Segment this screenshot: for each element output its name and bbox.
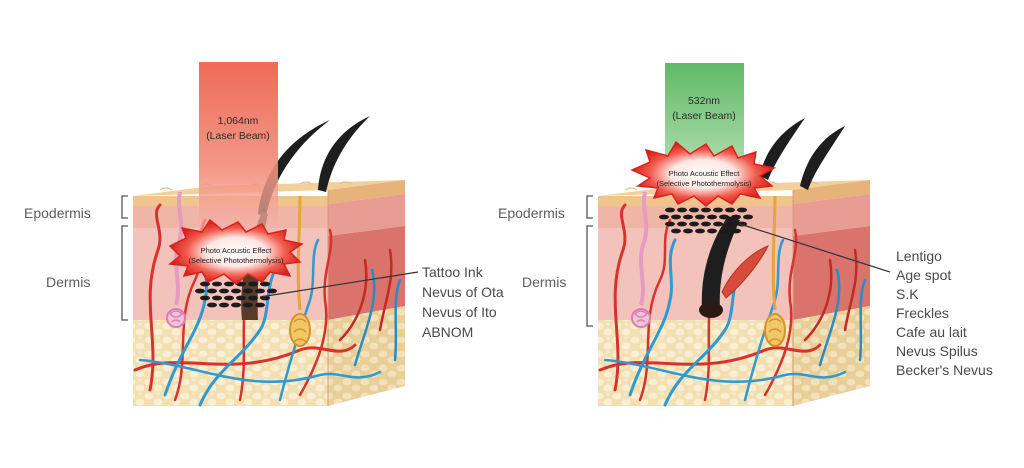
left-pointer-line: [259, 271, 419, 298]
right-condition-item: S.K: [896, 286, 919, 302]
right-dermis-label: Dermis: [522, 274, 566, 290]
left-dermis-bracket: [121, 225, 128, 321]
right-photo-acoustic-burst: Photo Acoustic Effect (Selective Phototh…: [630, 140, 777, 207]
right-skin-block: [598, 118, 870, 407]
right-condition-item: Lentigo: [896, 248, 942, 264]
left-effect-subtitle: (Selective Photothermolysis): [188, 256, 284, 265]
right-condition-item: Cafe au lait: [896, 324, 967, 340]
left-epidermis-bracket: [121, 195, 128, 219]
left-effect-title: Photo Acoustic Effect: [201, 246, 273, 255]
right-effect-title: Photo Acoustic Effect: [669, 169, 741, 178]
right-condition-item: Nevus Spilus: [896, 343, 978, 359]
right-dermis-bracket: [586, 225, 593, 327]
left-condition-item: ABNOM: [422, 324, 473, 340]
right-condition-item: Freckles: [896, 305, 949, 321]
right-hair: [699, 118, 845, 318]
left-condition-list: Tattoo Ink Nevus of Ota Nevus of Ito ABN…: [422, 264, 504, 340]
right-condition-item: Becker's Nevus: [896, 362, 993, 378]
left-epidermis-label: Epodermis: [24, 205, 91, 221]
left-dermis-label: Dermis: [46, 274, 90, 290]
left-condition-item: Tattoo Ink: [422, 264, 484, 280]
left-beam-label: (Laser Beam): [206, 130, 270, 142]
right-effect-subtitle: (Selective Photothermolysis): [656, 179, 752, 188]
left-layer-brackets: [121, 195, 128, 321]
left-nerve: [289, 195, 311, 347]
right-epidermis-layer: [598, 196, 793, 206]
right-epidermis-bracket: [586, 195, 593, 219]
left-photo-acoustic-burst: Photo Acoustic Effect (Selective Phototh…: [168, 218, 304, 285]
right-arrector-muscle: [721, 245, 770, 299]
right-beam-label: (Laser Beam): [672, 110, 736, 122]
right-epidermis-label: Epodermis: [498, 205, 565, 221]
right-beam-wavelength: 532nm: [688, 95, 720, 107]
right-dermis-layer: [598, 228, 793, 320]
right-condition-item: Age spot: [896, 267, 951, 283]
left-condition-item: Nevus of Ito: [422, 304, 497, 320]
right-condition-list: Lentigo Age spot S.K Freckles Cafe au la…: [896, 248, 993, 378]
left-condition-item: Nevus of Ota: [422, 284, 504, 300]
right-layer-brackets: [586, 195, 593, 327]
right-pigment-cluster: [659, 207, 753, 234]
right-pointer-line: [739, 223, 891, 273]
left-beam-wavelength: 1,064nm: [218, 115, 259, 127]
left-pigment-cluster: [195, 281, 277, 308]
right-sweat-gland: [631, 191, 651, 328]
right-nerve: [764, 195, 786, 347]
